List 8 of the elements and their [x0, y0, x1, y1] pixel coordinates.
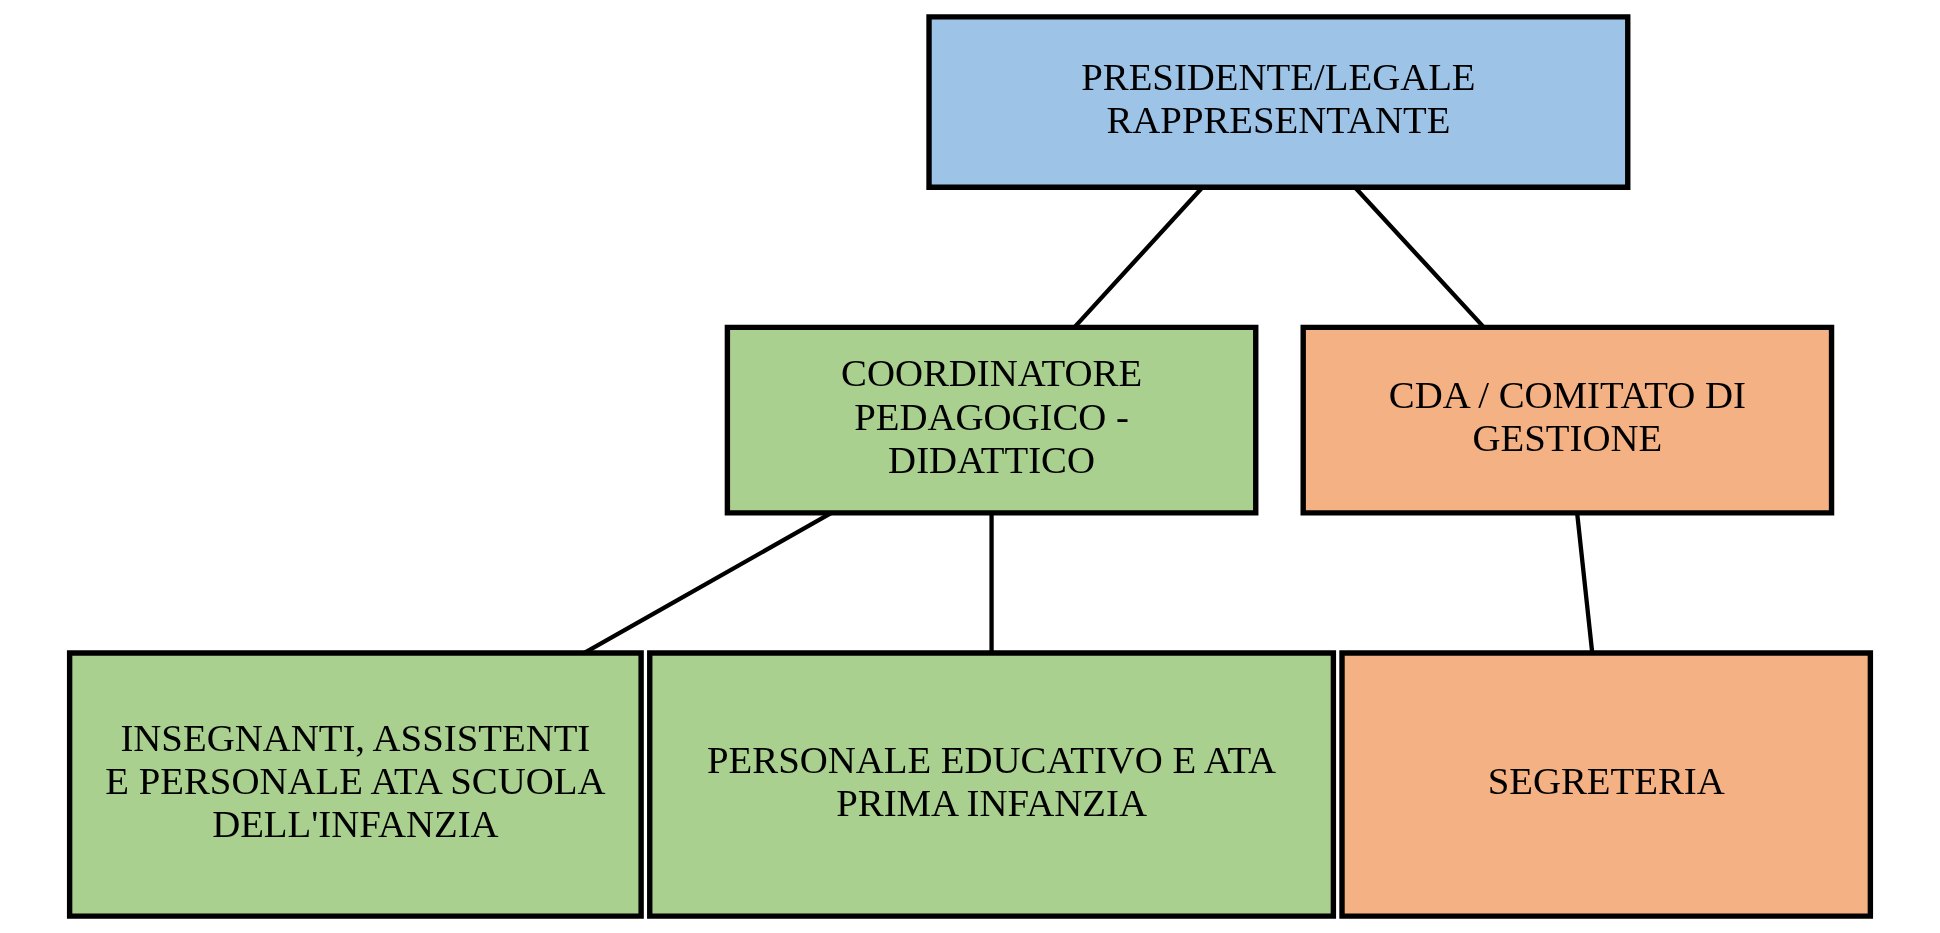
connector [1575, 512, 1595, 654]
connector [989, 513, 994, 653]
node-box: SEGRETERIA [1339, 650, 1874, 919]
node-box: CDA / COMITATO DI GESTIONE [1300, 324, 1835, 516]
node-box: COORDINATORE PEDAGOGICO - DIDATTICO [724, 324, 1259, 516]
node-box: INSEGNANTI, ASSISTENTI E PERSONALE ATA SCUOLA DELL'INFANZIA [66, 650, 644, 919]
node-box: PRESIDENTE/LEGALE RAPPRESENTANTE [926, 14, 1631, 190]
node-box: PERSONALE EDUCATIVO E ATA PRIMA INFANZIA [647, 650, 1337, 919]
